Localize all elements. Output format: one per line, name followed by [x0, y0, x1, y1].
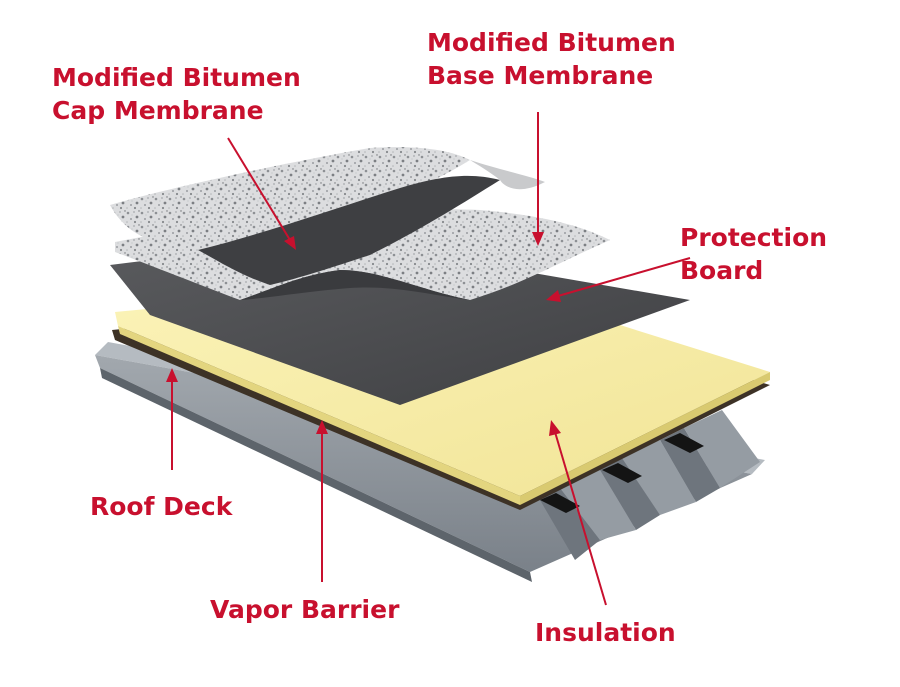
arrow-insulation-head [549, 420, 561, 436]
label-vapor-barrier: Vapor Barrier [210, 595, 400, 624]
label-insulation: Insulation [535, 618, 676, 647]
arrow-protection-board [557, 257, 691, 297]
label-base-membrane-line2: Base Membrane [427, 61, 654, 90]
label-protection-board-line2: Board [680, 256, 764, 285]
arrow-base-membrane-head [532, 232, 544, 246]
arrow-cap-membrane-head [284, 236, 296, 250]
arrow-protection-board-head [546, 290, 561, 302]
label-protection-board-line1: Protection [680, 223, 828, 252]
label-cap-membrane-line2: Cap Membrane [52, 96, 264, 125]
leader-arrows [166, 112, 691, 606]
label-roof-deck: Roof Deck [90, 492, 233, 521]
arrow-roof-deck-head [166, 368, 178, 382]
arrow-vapor-barrier-head [316, 420, 328, 434]
arrow-insulation [554, 431, 607, 606]
label-cap-membrane: Modified Bitumen Cap Membrane [52, 61, 301, 127]
label-cap-membrane-line1: Modified Bitumen [52, 63, 301, 92]
label-protection-board: Protection Board [680, 221, 827, 287]
label-base-membrane: Modified Bitumen Base Membrane [427, 26, 676, 92]
cap-membrane-layer [110, 147, 545, 285]
arrow-cap-membrane [227, 137, 291, 241]
label-base-membrane-line1: Modified Bitumen [427, 28, 676, 57]
